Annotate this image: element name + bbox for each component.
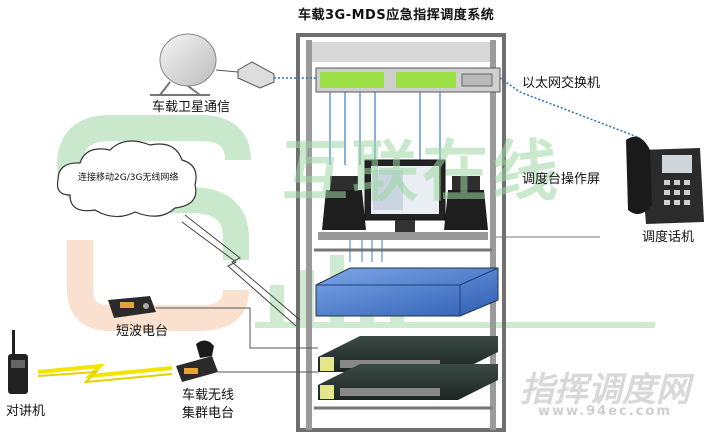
- link-switch-phone: [499, 77, 641, 139]
- switch-cables: [329, 92, 441, 165]
- label-shortwave: 短波电台: [116, 324, 169, 339]
- cloud-icon: [56, 140, 197, 218]
- console-station: [318, 159, 488, 240]
- blue-server: [315, 267, 499, 317]
- console-cables: [349, 240, 383, 262]
- shortwave-radio-icon: [108, 296, 156, 318]
- diagram-title: 车载3G-MDS应急指挥调度系统: [298, 8, 495, 23]
- label-satellite: 车载卫星通信: [152, 100, 231, 115]
- modem-icon: [215, 61, 275, 89]
- lightning-cloud-link: [184, 214, 301, 321]
- label-mobile-network: 连接移动2G/3G无线网络: [78, 173, 179, 183]
- label-walkie-talkie: 对讲机: [6, 404, 46, 419]
- walkie-talkie-icon: [8, 330, 28, 394]
- label-ethernet-switch: 以太网交换机: [522, 76, 601, 91]
- link-shortwave-rack: [156, 307, 318, 349]
- ip-phone-icon: [626, 136, 704, 224]
- trunk-radio-icon: [176, 340, 218, 382]
- label-dispatch-phone: 调度话机: [642, 230, 695, 245]
- satellite-dish-icon: [150, 33, 217, 96]
- gateway-devices: [318, 336, 498, 400]
- rack-cabinet: [296, 33, 506, 432]
- lightning-icon: [37, 363, 173, 379]
- watermark-url: www.94ec.com: [538, 404, 672, 419]
- label-trunk-line1: 车载无线: [182, 388, 235, 403]
- label-trunk-line2: 集群电台: [182, 406, 235, 421]
- label-console-screen: 调度台操作屏: [522, 172, 601, 187]
- ethernet-switch: [315, 67, 501, 93]
- watermark-center: 互联在线: [282, 133, 562, 210]
- watermark-bottom: 指挥调度网: [520, 370, 690, 410]
